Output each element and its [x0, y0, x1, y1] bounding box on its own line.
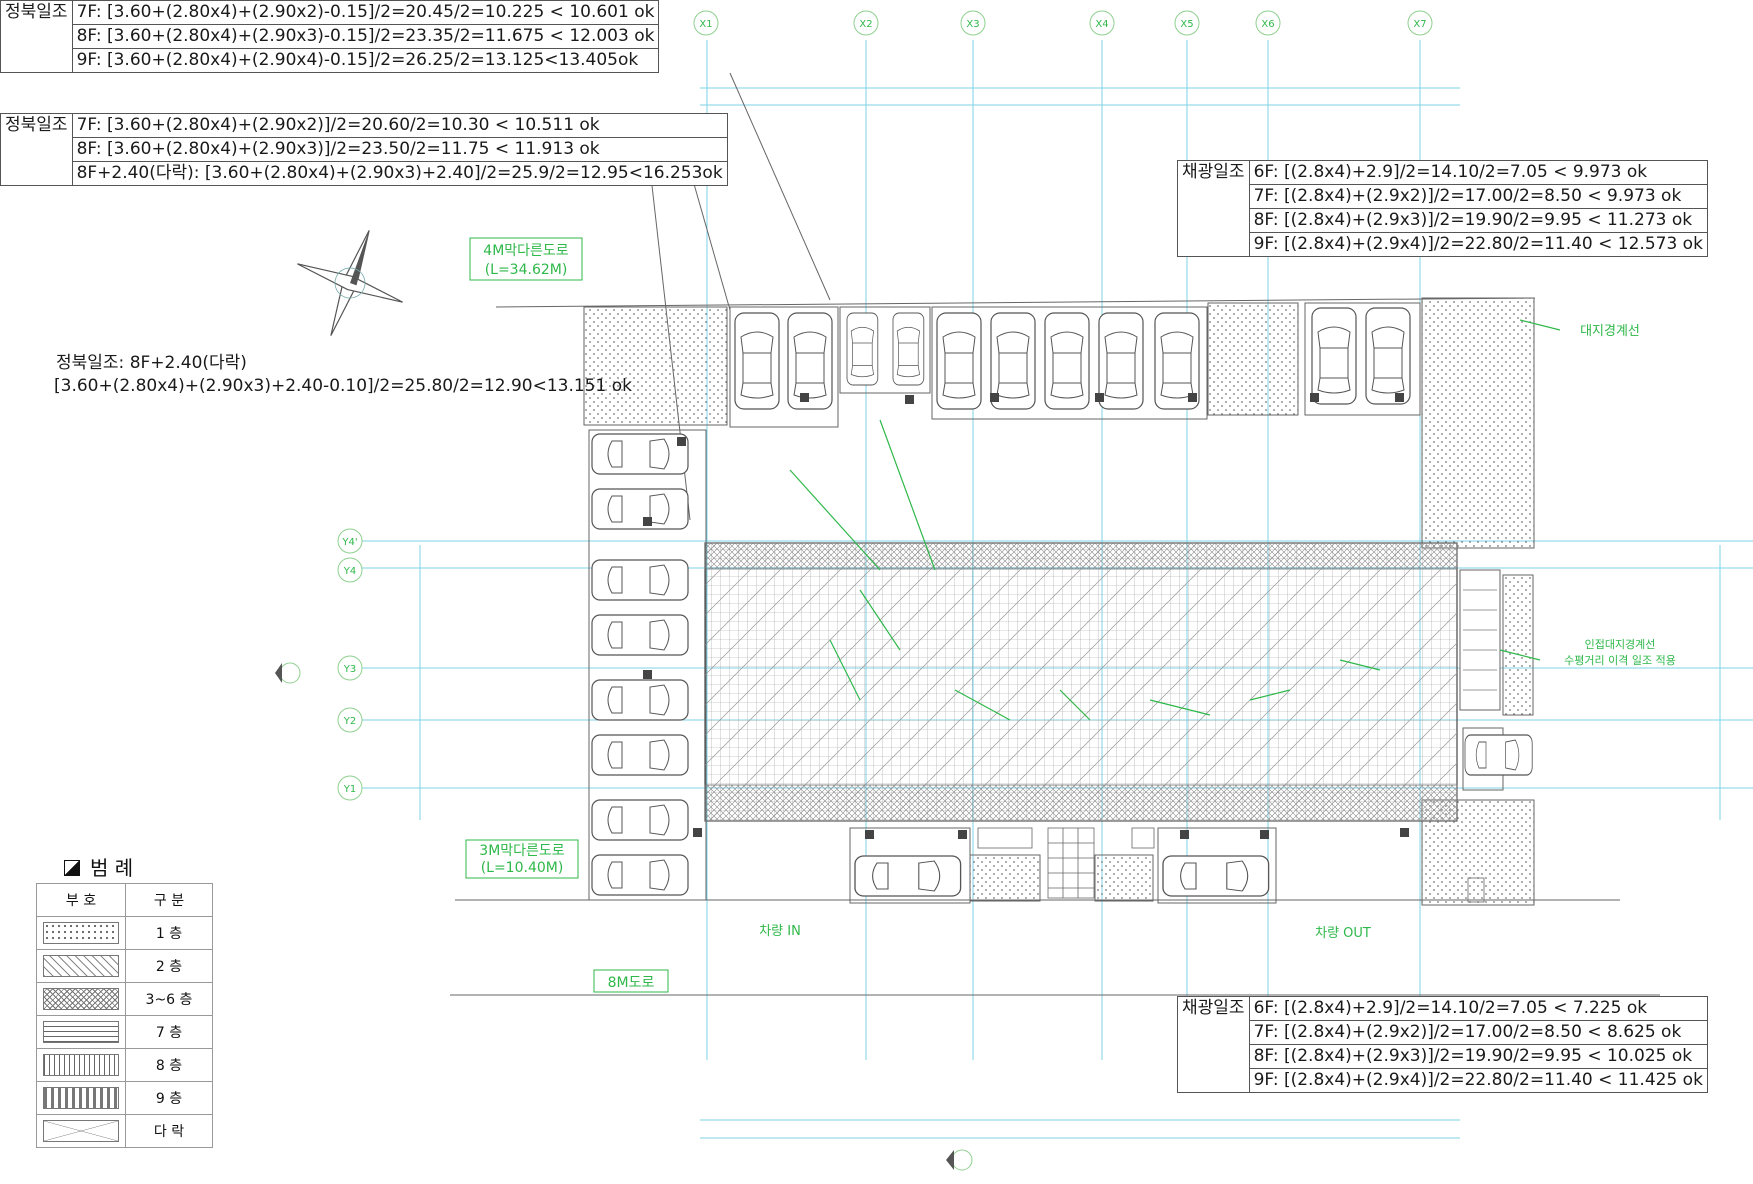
north-sunlight-calc-top: 정북일조 7F: [3.60+(2.80x4)+(2.90x2)-0.15]/2…: [0, 0, 660, 73]
calc-label: 채광일조: [1177, 996, 1250, 1093]
legend-item: 7 층: [125, 1015, 213, 1049]
calc-row: 8F: [3.60+(2.80x4)+(2.90x3)]/2=23.50/2=1…: [71, 137, 728, 162]
calc-label: 채광일조: [1177, 160, 1250, 257]
section-marker-west: [275, 662, 301, 684]
legend-title: 범 례: [64, 852, 133, 881]
grid-col-label: X4: [1095, 19, 1108, 30]
calc-row: 6F: [(2.8x4)+2.9]/2=14.10/2=7.05 < 9.973…: [1248, 160, 1708, 185]
calc-row: 7F: [3.60+(2.80x4)+(2.90x2)-0.15]/2=20.4…: [71, 0, 660, 25]
grid-row-label: Y3: [343, 664, 356, 675]
calc-row: 6F: [(2.8x4)+2.9]/2=14.10/2=7.05 < 7.225…: [1248, 996, 1708, 1021]
legend: 부 호 구 분 1 층 2 층 3~6 층 7 층 8 층 9 층 다 락: [36, 883, 213, 1148]
calc-row: 9F: [(2.8x4)+(2.9x4)]/2=22.80/2=11.40 < …: [1248, 232, 1708, 257]
calc-row: 9F: [3.60+(2.80x4)+(2.90x4)-0.15]/2=26.2…: [71, 48, 660, 73]
grid-row-label: Y4: [343, 566, 356, 577]
car-in-label: 차량 IN: [759, 924, 801, 939]
north-sunlight-calc-second: 정북일조 7F: [3.60+(2.80x4)+(2.90x2)]/2=20.6…: [0, 113, 728, 186]
legend-item: 9 층: [125, 1081, 213, 1115]
legend-icon: [64, 860, 80, 876]
legend-header-symbol: 부 호: [36, 883, 126, 917]
grid-row-label: Y4': [341, 537, 357, 548]
calc-label: 정북일조: [0, 0, 73, 73]
car-out-label: 차량 OUT: [1315, 926, 1371, 941]
road-4m-label: 4M막다른도로: [483, 243, 569, 259]
adjacent-line-label: 대지경계선: [1580, 324, 1640, 339]
light-calc-bottom: 채광일조 6F: [(2.8x4)+2.9]/2=14.10/2=7.05 < …: [1177, 996, 1708, 1093]
grid-col-label: X6: [1261, 19, 1274, 30]
legend-header-class: 구 분: [125, 883, 213, 917]
note-line: 정북일조: 8F+2.40(다락): [56, 353, 247, 373]
grid-col-label: X3: [966, 19, 979, 30]
grid-row-label: Y2: [343, 716, 356, 727]
legend-item: 3~6 층: [125, 982, 213, 1016]
floor-7-swatch: [43, 1021, 119, 1043]
calc-row: 8F: [(2.8x4)+(2.9x3)]/2=19.90/2=9.95 < 1…: [1248, 208, 1708, 233]
north-arrow-icon: [297, 230, 403, 336]
grid-col-label: X7: [1413, 19, 1426, 30]
east-note-line-1: 인접대지경계선: [1585, 638, 1656, 651]
legend-item: 2 층: [125, 949, 213, 983]
legend-item: 다 락: [125, 1114, 213, 1148]
calc-row: 7F: [(2.8x4)+(2.9x2)]/2=17.00/2=8.50 < 9…: [1248, 184, 1708, 209]
legend-item: 1 층: [125, 916, 213, 950]
road-3m-length: (L=10.40M): [481, 860, 564, 876]
attic-swatch: [43, 1120, 119, 1142]
grid-row-label: Y1: [343, 784, 356, 795]
legend-title-text: 범 례: [90, 856, 134, 880]
grid-col-label: X2: [859, 19, 872, 30]
floor-9-swatch: [43, 1087, 119, 1109]
road-3m-label: 3M막다른도로: [479, 843, 565, 859]
calc-row: 8F+2.40(다락): [3.60+(2.80x4)+(2.90x3)+2.4…: [71, 161, 728, 186]
legend-item: 8 층: [125, 1048, 213, 1082]
north-attic-note: 정북일조: 8F+2.40(다락) [3.60+(2.80x4)+(2.90x3…: [54, 352, 632, 398]
note-line: [3.60+(2.80x4)+(2.90x3)+2.40-0.10]/2=25.…: [54, 376, 632, 396]
floor-2-swatch: [43, 955, 119, 977]
floor-3-6-swatch: [43, 988, 119, 1010]
grid-col-label: X1: [699, 19, 712, 30]
calc-label: 정북일조: [0, 113, 73, 186]
floor-8-swatch: [43, 1054, 119, 1076]
calc-row: 9F: [(2.8x4)+(2.9x4)]/2=22.80/2=11.40 < …: [1248, 1068, 1708, 1093]
light-calc-top: 채광일조 6F: [(2.8x4)+2.9]/2=14.10/2=7.05 < …: [1177, 160, 1708, 257]
section-marker-south: [946, 1149, 973, 1171]
road-8m-label: 8M도로: [608, 975, 655, 991]
calc-row: 8F: [(2.8x4)+(2.9x3)]/2=19.90/2=9.95 < 1…: [1248, 1044, 1708, 1069]
east-note-line-2: 수평거리 이격 일조 적용: [1564, 653, 1676, 667]
calc-row: 7F: [(2.8x4)+(2.9x2)]/2=17.00/2=8.50 < 8…: [1248, 1020, 1708, 1045]
floor-1-swatch: [43, 922, 119, 944]
road-4m-length: (L=34.62M): [485, 262, 568, 278]
grid-col-label: X5: [1180, 19, 1193, 30]
calc-row: 8F: [3.60+(2.80x4)+(2.90x3)-0.15]/2=23.3…: [71, 24, 660, 49]
calc-row: 7F: [3.60+(2.80x4)+(2.90x2)]/2=20.60/2=1…: [71, 113, 728, 138]
